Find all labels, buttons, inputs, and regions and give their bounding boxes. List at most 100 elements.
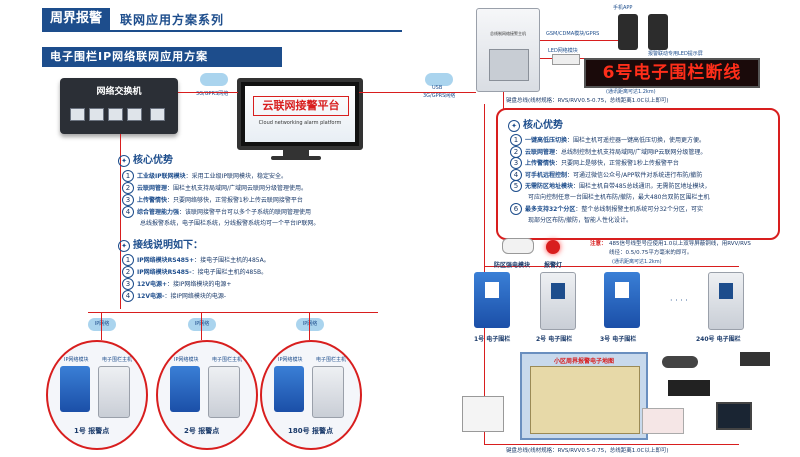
platform-subtitle: Cloud networking alarm platform — [258, 120, 342, 126]
number-icon: 1 — [122, 170, 134, 182]
bus-cable-top: 键盘总线(线材规格：RVS/RVV0.5-0.75，总线距离1.0C以上即可) — [506, 98, 669, 104]
led-cable-note: (通讯距离可达1.2km) — [606, 89, 656, 95]
led-module-box — [552, 54, 580, 65]
fence-label: 3号 电子围栏 — [600, 336, 637, 343]
list-item: 总线报警系统，电子围栏系统，分线报警系统均可一个平台IP联网。 — [140, 218, 319, 227]
item-heading: 上传警情快 — [137, 197, 168, 204]
fence-label: 2号 电子围栏 — [536, 336, 573, 343]
gear-icon: ✦ — [118, 240, 130, 252]
fence-host-blue — [604, 272, 640, 328]
platform-title: 云联网接警平台 — [253, 96, 349, 116]
item-text: 总线报警系统，电子围栏系统，分线报警系统均可一个平台IP联网。 — [140, 220, 320, 227]
ip-module-box — [274, 366, 304, 412]
ip-module-box — [170, 366, 200, 412]
switch-label: 网络交换机 — [96, 87, 142, 97]
number-icon: 3 — [122, 278, 134, 290]
section-title: 电子围栏IP网络联网应用方案 — [42, 47, 282, 67]
item-text: ：只要网络够快，正常报警1秒上传云联网接警平台 — [167, 197, 303, 204]
led-module-label: LED网络模块 — [548, 48, 578, 54]
item-heading: 上传警情快 — [525, 160, 556, 167]
number-icon: 2 — [122, 182, 134, 194]
connection-line — [538, 40, 618, 41]
fence-host-grey — [708, 272, 744, 330]
item-text: ：采用工业级IP联网模块，稳定安全。 — [185, 173, 288, 180]
monitor-screen: 云联网接警平台 Cloud networking alarm platform — [245, 86, 355, 142]
strong-module-label: 防区强电模块 — [494, 262, 531, 269]
bus-cable-mid: (通讯距离可达1.2km) — [612, 259, 662, 265]
cloud-icon: IP网络 — [296, 318, 324, 331]
number-icon: 1 — [510, 134, 522, 146]
number-icon: 5 — [510, 180, 522, 192]
switch-port — [70, 108, 85, 121]
advantages-right-title: ✦核心优势 — [508, 116, 563, 132]
network-label: 3G/GPRS网络 — [196, 91, 229, 97]
phone-label: 手机APP — [613, 5, 633, 11]
connection-line — [484, 444, 739, 445]
fence-host-label: 电子围栏主机 — [316, 357, 347, 363]
cloud-icon: IP网络 — [188, 318, 216, 331]
note-prefix: 注意： — [590, 241, 607, 247]
item-text: ：接IP网络模块的电源- — [164, 293, 227, 300]
item-text: ：总线制控制主机支持局域网/广域网IP云联网分级管理。 — [555, 148, 707, 156]
wiring-title: ✦接线说明如下： — [118, 236, 203, 252]
fence-host-blue — [474, 272, 510, 328]
printer-icon — [642, 408, 684, 434]
item-text: ：接电子围栏主机的485B。 — [191, 269, 268, 276]
item-text: 现部分区布防/撤防，智能人性化设计。 — [528, 216, 633, 224]
item-heading: 一键高低压切换 — [525, 137, 568, 144]
header-rule — [42, 30, 402, 32]
fence-host-label: 电子围栏主机 — [212, 357, 243, 363]
ip-module-label: IP网络模块 — [64, 357, 89, 363]
ip-module-label: IP网络模块 — [174, 357, 199, 363]
gear-icon: ✦ — [118, 155, 130, 167]
item-text: ：围栏主机可遥控器一键高低压切换，使用更方便。 — [567, 137, 706, 144]
fence-host-box — [312, 366, 344, 418]
advantages-right-panel — [496, 108, 780, 240]
ellipsis: · · · · — [670, 296, 688, 305]
network-label: 3G/GPRS网络 — [423, 93, 456, 99]
connection-line — [178, 92, 238, 93]
monitor-icon — [716, 402, 752, 430]
number-icon: 6 — [510, 203, 522, 215]
platform-monitor: 云联网接警平台 Cloud networking alarm platform — [237, 78, 363, 150]
item-text: ：围栏主机自带485总线通讯，无需防区地址模块， — [573, 183, 711, 190]
fence-host-grey — [540, 272, 576, 330]
number-icon: 1 — [122, 254, 134, 266]
series-subtitle: 联网应用方案系列 — [120, 13, 225, 27]
note-text-2: 线径：0.5/0.75平方毫米的即可。 — [609, 250, 693, 256]
fence-label: 1号 电子围栏 — [474, 336, 511, 343]
item-heading: 云联网管理 — [525, 148, 556, 156]
item-text: ：围栏主机支持局域网/广域网云联网分级管理使用。 — [167, 185, 308, 192]
host-label: 总线制网络接警主机 — [490, 31, 526, 36]
number-icon: 3 — [510, 157, 522, 169]
list-item: 可应向控制任意一台围栏主机布防/撤防，最大480台双防区围栏主机 — [528, 192, 709, 201]
item-heading: 无需防区地址模块 — [525, 183, 574, 190]
connection-line — [88, 312, 378, 313]
connection-line — [120, 134, 121, 309]
item-heading: IP网络模块RS485- — [137, 269, 192, 276]
connection-line — [201, 312, 202, 340]
item-text: ：只要网上是够快，正常报警1秒上传报警平台 — [555, 160, 679, 167]
item-heading: 12V电源- — [137, 293, 165, 300]
cloud-icon — [425, 73, 453, 86]
item-heading: 综合管理能力强 — [137, 209, 180, 216]
alarm-point-label: 1号 报警点 — [74, 427, 110, 435]
category-badge: 周界报警 — [42, 8, 110, 30]
map-panel: 小区周界报警电子地图 — [520, 352, 648, 440]
alarm-point-label: 2号 报警点 — [184, 427, 220, 435]
led-caption: 报警联动专用LED提示屏 — [648, 51, 703, 57]
fence-host-box — [98, 366, 130, 418]
item-text: 可应向控制任意一台围栏主机布防/撤防，最大480台双防区围栏主机 — [528, 193, 710, 201]
map-title: 小区周界报警电子地图 — [553, 358, 614, 365]
